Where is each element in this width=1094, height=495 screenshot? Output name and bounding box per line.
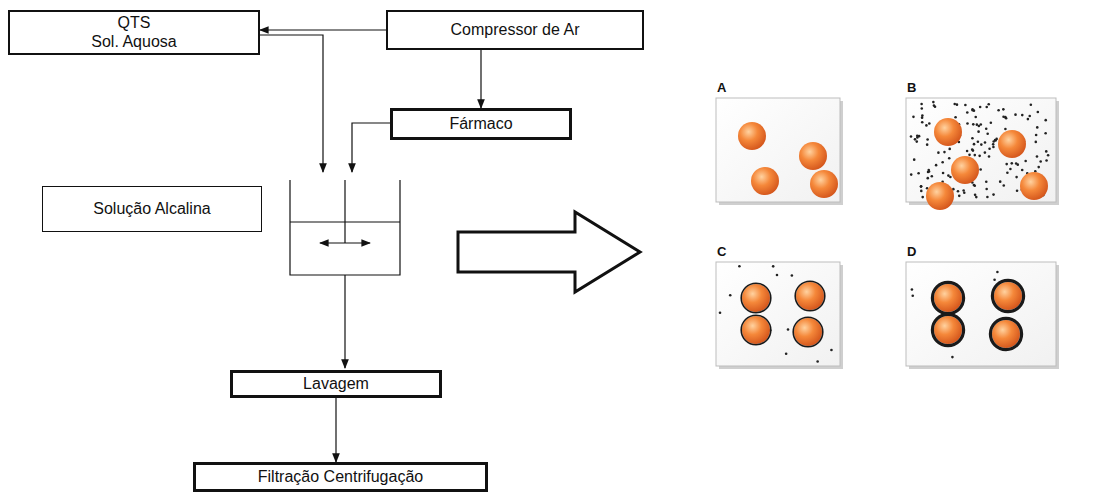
particle-panel xyxy=(716,262,843,369)
feed-line xyxy=(260,35,390,368)
flow-arrow xyxy=(335,398,336,462)
flow-arrow xyxy=(260,29,386,30)
panel-letter: C xyxy=(717,244,726,259)
process-box: Compressor de Ar xyxy=(386,10,644,50)
beaker xyxy=(290,180,400,275)
box-text: Filtração Centrifugação xyxy=(258,468,423,486)
box-text: Solução Alcalina xyxy=(93,200,210,218)
hollow-arrow xyxy=(458,212,640,292)
process-box: Solução Alcalina xyxy=(42,186,262,232)
process-box: Lavagem xyxy=(230,370,442,398)
box-text: Compressor de Ar xyxy=(451,21,580,39)
panel-letter: D xyxy=(907,244,916,259)
process-box: QTSSol. Aquosa xyxy=(8,10,260,55)
box-text: QTS xyxy=(118,14,151,32)
box-text: Sol. Aquosa xyxy=(91,33,176,51)
box-text: Lavagem xyxy=(303,375,369,393)
particle-panel xyxy=(716,98,843,205)
process-box: Fármaco xyxy=(390,108,572,140)
panel-letter: B xyxy=(907,80,916,95)
panel-letter: A xyxy=(717,80,726,95)
flow-arrow xyxy=(480,50,481,108)
particle-panel xyxy=(906,262,1059,369)
particle-panel xyxy=(906,98,1059,210)
box-text: Fármaco xyxy=(449,115,512,133)
process-box: Filtração Centrifugação xyxy=(193,462,488,492)
